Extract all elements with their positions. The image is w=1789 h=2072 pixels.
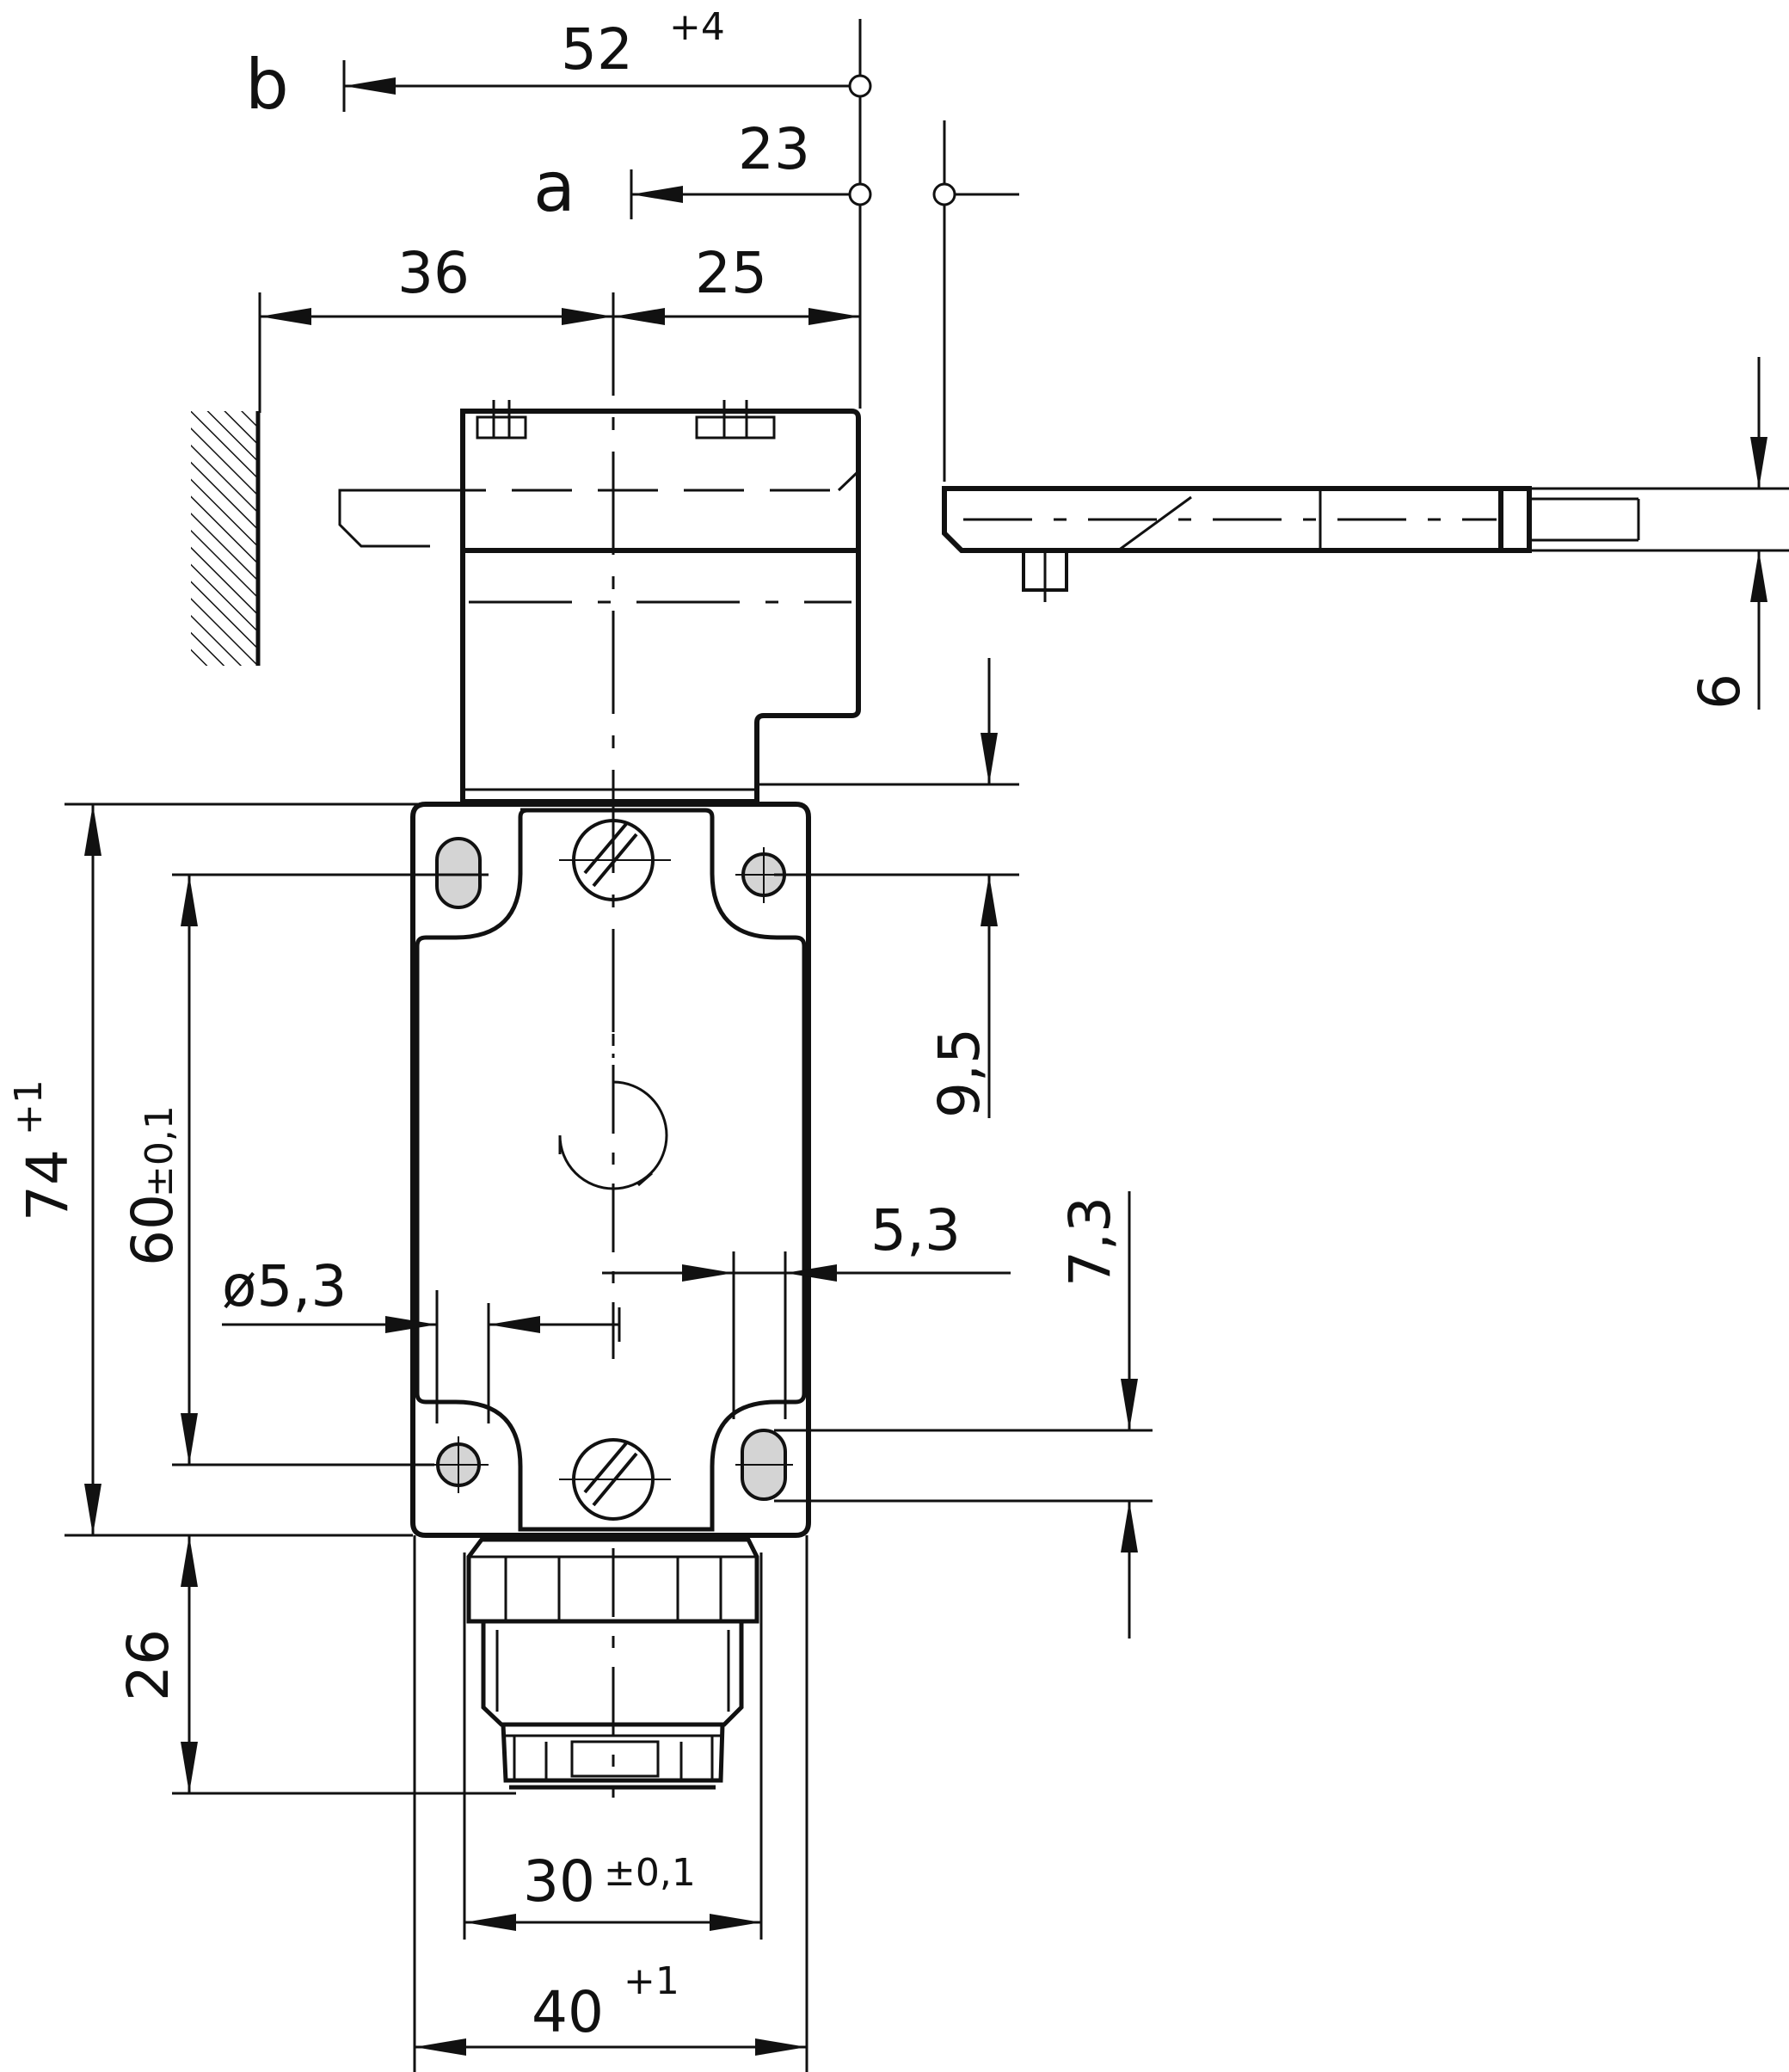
label-74: 74 bbox=[15, 1149, 81, 1221]
label-30-tolerance: ±0,1 bbox=[604, 1851, 696, 1895]
side-end-cap bbox=[1498, 486, 1532, 553]
label-52: 52 bbox=[561, 16, 633, 83]
label-6: 6 bbox=[1687, 673, 1753, 710]
side-datum-point bbox=[932, 182, 956, 206]
housing-recess bbox=[415, 808, 807, 1532]
label-40-tolerance: +1 bbox=[624, 1959, 679, 2003]
label-23: 23 bbox=[738, 116, 810, 182]
label-26: 26 bbox=[115, 1629, 181, 1701]
datum-point-b bbox=[848, 74, 872, 98]
side-body bbox=[942, 486, 1503, 553]
label-52-tolerance: +4 bbox=[669, 5, 725, 49]
cable-gland bbox=[466, 1537, 759, 1798]
datum-point-a bbox=[848, 182, 872, 206]
actuator-outline bbox=[460, 409, 861, 804]
label-40: 40 bbox=[532, 1979, 604, 2045]
label-7-3: 7,3 bbox=[1057, 1196, 1123, 1287]
actuator-side-view bbox=[932, 120, 1789, 710]
right-dimensions bbox=[613, 658, 1153, 1639]
mounting-wall bbox=[191, 411, 261, 666]
label-60-tolerance: ±0,1 bbox=[138, 1105, 181, 1197]
housing-outline bbox=[410, 802, 811, 1538]
marker-b: b bbox=[245, 45, 289, 125]
top-dimensions bbox=[258, 19, 872, 413]
label-74-tolerance: +1 bbox=[7, 1079, 51, 1135]
marker-a: a bbox=[533, 147, 575, 227]
label-25: 25 bbox=[695, 240, 767, 306]
switch-housing bbox=[410, 802, 811, 1538]
label-60: 60 bbox=[120, 1194, 186, 1266]
mounting-hole-top-left bbox=[435, 837, 482, 909]
label-5-3: 5,3 bbox=[870, 1197, 961, 1263]
left-dimensions bbox=[65, 802, 621, 1795]
label-36: 36 bbox=[397, 240, 470, 306]
connector bbox=[501, 1722, 725, 1783]
label-30: 30 bbox=[523, 1848, 595, 1915]
label-dia-5-3: ø5,3 bbox=[222, 1253, 347, 1319]
bottom-dimensions bbox=[413, 1535, 808, 2072]
label-9-5: 9,5 bbox=[926, 1028, 993, 1118]
actuator-top-view bbox=[338, 292, 861, 1058]
